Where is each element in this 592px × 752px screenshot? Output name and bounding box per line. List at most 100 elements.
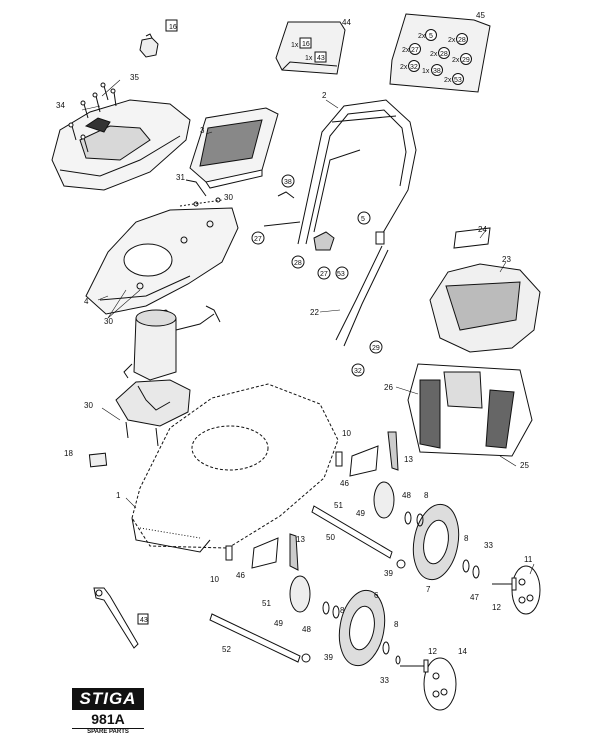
label-44: 44 xyxy=(342,18,351,27)
kit45-qty-d: 2x xyxy=(430,51,438,58)
motor-mount-drawing xyxy=(115,379,191,447)
label-49-lower: 49 xyxy=(274,619,283,628)
part-1-deck-drawing xyxy=(131,383,339,553)
label-46-lower: 46 xyxy=(236,571,245,580)
label-30-mid: 30 xyxy=(104,317,113,326)
kit45-qty-b: 2x xyxy=(448,37,456,44)
label-33-upper: 33 xyxy=(484,541,493,550)
gear-49-front xyxy=(373,481,395,519)
label-29: 29 xyxy=(372,345,380,352)
label-24: 24 xyxy=(478,225,487,234)
label-10-upper: 10 xyxy=(342,429,351,438)
kit44-qty-2: 1x xyxy=(305,55,313,62)
label-51-upper: 51 xyxy=(334,501,343,510)
label-38: 38 xyxy=(284,179,292,186)
part-35-screws xyxy=(68,82,117,153)
part-45-drawing xyxy=(389,13,491,93)
label-16: 16 xyxy=(169,24,177,31)
model-code: 981A xyxy=(91,711,125,727)
label-52: 52 xyxy=(222,645,231,654)
motor-drawing xyxy=(123,305,221,381)
label-47: 47 xyxy=(470,593,479,602)
label-30-top: 30 xyxy=(224,193,233,202)
kit45-qty-f: 1x xyxy=(422,68,430,75)
tool-43 xyxy=(93,587,149,649)
label-34: 34 xyxy=(56,101,65,110)
label-12-upper: 12 xyxy=(492,603,501,612)
label-51-lower: 51 xyxy=(262,599,271,608)
kit45-part-f: 38 xyxy=(433,68,441,75)
label-4: 4 xyxy=(84,297,89,306)
kit45-qty-c: 2x xyxy=(402,47,410,54)
label-31: 31 xyxy=(176,173,185,182)
spare-parts-caption: SPARE PARTS xyxy=(72,728,144,735)
kit45-part-d: 28 xyxy=(440,51,448,58)
kit45-qty-g: 2x xyxy=(452,57,460,64)
kit45-qty-a: 2x xyxy=(418,33,426,40)
label-33-lower: 33 xyxy=(380,676,389,685)
label-39-lower: 39 xyxy=(324,653,333,662)
axle-52 xyxy=(209,613,301,663)
label-13-upper: 13 xyxy=(404,455,413,464)
label-22: 22 xyxy=(310,308,319,317)
kit45-part-a: 5 xyxy=(429,33,433,40)
label-27b: 27 xyxy=(320,271,328,278)
label-8-upper: 8 xyxy=(424,491,429,500)
label-2: 2 xyxy=(322,91,327,100)
label-26: 26 xyxy=(384,383,393,392)
label-13-lower: 13 xyxy=(296,535,305,544)
label-1: 1 xyxy=(116,491,121,500)
part-2-handle-drawing xyxy=(297,99,417,245)
kit45-part-h: 53 xyxy=(454,77,462,84)
label-39-upper: 39 xyxy=(384,569,393,578)
nut-39-lower xyxy=(301,653,311,663)
part-4-drawing xyxy=(85,207,239,315)
label-48-upper: 48 xyxy=(402,491,411,500)
part-3-drawing xyxy=(189,107,279,189)
label-25: 25 xyxy=(520,461,529,470)
adjuster-upper xyxy=(335,431,399,477)
part-44-drawing xyxy=(275,21,346,75)
bolt-12-lower xyxy=(400,659,429,673)
part-26-bag-drawing xyxy=(407,363,533,457)
kit45-part-e: 32 xyxy=(410,64,418,71)
gear-49-rear xyxy=(289,575,311,613)
kit45-part-g: 29 xyxy=(462,57,470,64)
wheel-6 xyxy=(338,589,386,667)
label-53: 53 xyxy=(337,271,345,278)
label-28: 28 xyxy=(294,260,302,267)
part-31-drawing xyxy=(179,179,223,207)
axle-50 xyxy=(311,505,393,559)
kit44-part-1: 16 xyxy=(302,41,310,48)
label-23: 23 xyxy=(502,255,511,264)
label-32: 32 xyxy=(354,368,362,375)
adjuster-lower xyxy=(225,533,299,571)
label-30-low: 30 xyxy=(84,401,93,410)
label-14: 14 xyxy=(458,647,467,656)
kit45-qty-h: 2x xyxy=(444,77,452,84)
kit44-part-2: 43 xyxy=(317,55,325,62)
part-22-drawing xyxy=(335,231,389,347)
stiga-logo: STIGA xyxy=(72,688,144,710)
label-46-upper: 46 xyxy=(340,479,349,488)
label-48-lower: 48 xyxy=(302,625,311,634)
nut-39-upper xyxy=(396,559,406,569)
part-16-drawing xyxy=(139,19,178,58)
callout-labels: 16 44 45 1x 16 1x 43 2x 5 2x 28 2x 27 2x… xyxy=(56,11,533,685)
knobs-drawing xyxy=(263,191,335,251)
label-8-mid: 8 xyxy=(464,534,469,543)
kit45-qty-e: 2x xyxy=(400,64,408,71)
label-49-upper: 49 xyxy=(356,509,365,518)
wheel-7 xyxy=(412,503,460,581)
label-10-lower: 10 xyxy=(210,575,219,584)
part-18-drawing xyxy=(88,452,108,468)
kit45-part-b: 28 xyxy=(458,37,466,44)
label-12-lower: 12 xyxy=(428,647,437,656)
washers xyxy=(322,511,480,665)
part-23-drawing xyxy=(429,227,541,353)
label-8-lower: 8 xyxy=(340,606,345,615)
label-18: 18 xyxy=(64,449,73,458)
label-6: 6 xyxy=(374,591,379,600)
